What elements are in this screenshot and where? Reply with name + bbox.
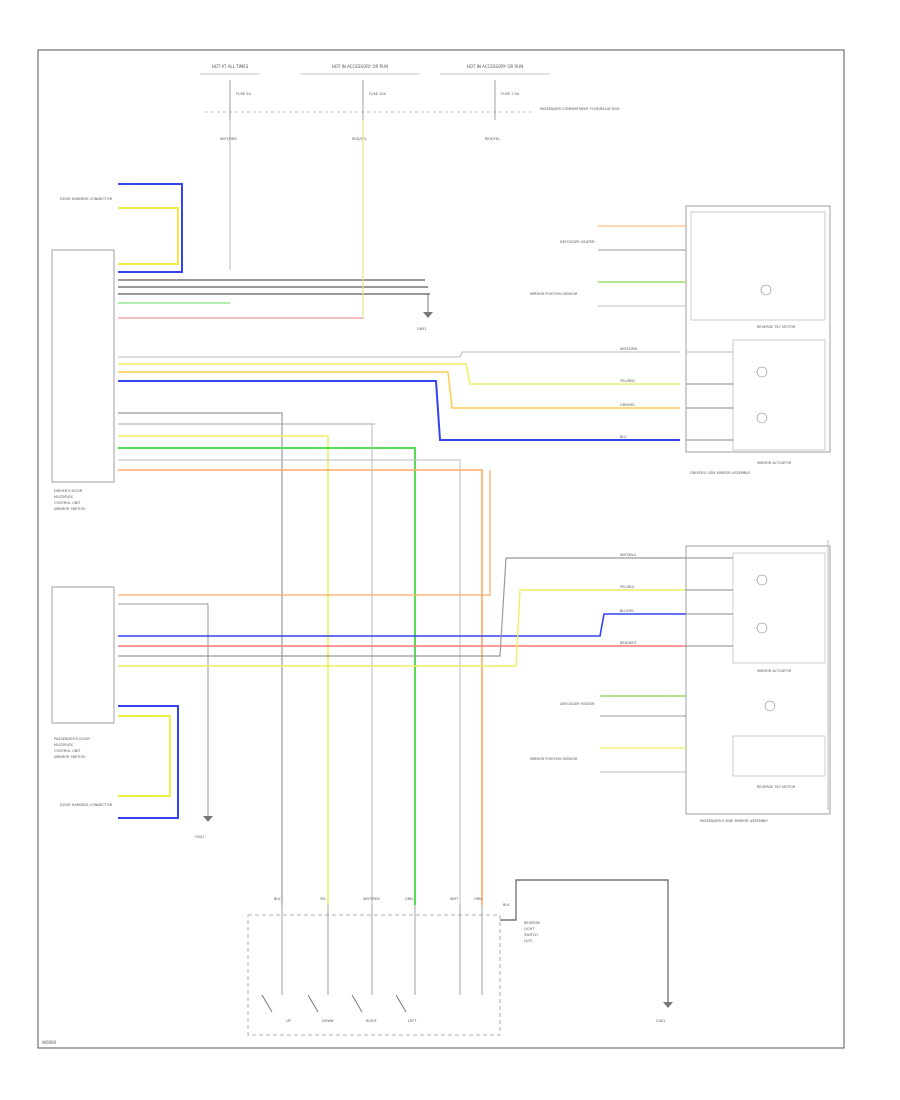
passenger-indicator: MIRROR POSITION SENSOR: [530, 757, 578, 761]
mirror-switch: BLK YEL WHT/RED GRN WHT ORN UP DOWN RIGH…: [247, 897, 501, 1036]
driver-module-label-3: CONTROL UNIT: [54, 501, 81, 505]
feed-wire-2: RED/YEL: [352, 137, 367, 141]
passenger-module-label-4: (MIRROR SWITCH): [54, 755, 86, 759]
driver-harness-connector: DOOR HARNESS CONNECTOR: [60, 183, 183, 273]
fuse-panel-label: PASSENGER COMPARTMENT FUSE/RELAY BOX: [540, 107, 620, 111]
fuse-label-3: FUSE 7.5A: [501, 92, 520, 96]
driver-top-wires: G601: [118, 120, 433, 331]
switch-label-up: UP: [286, 1019, 291, 1023]
reverse-label-3: SWITCH: [524, 933, 538, 937]
diagram-frame: [37, 49, 845, 1049]
driver-module: DRIVER'S DOOR MULTIPLEX CONTROL UNIT (MI…: [51, 249, 115, 511]
passenger-module-label-2: MULTIPLEX: [54, 743, 73, 747]
footer-code: W0000: [42, 1040, 57, 1045]
ground-label-2: G501: [195, 835, 204, 839]
ground-label-3: G401: [656, 1019, 665, 1023]
driver-mirror-wire-2: YEL/RED: [620, 379, 635, 383]
passenger-wires: G501: [118, 470, 686, 839]
driver-module-label-4: (MIRROR SWITCH): [54, 507, 86, 511]
passenger-defogger: DEFOGGER HEATER: [560, 702, 595, 706]
passenger-mirror-wire-4: RED/WHT: [620, 641, 638, 645]
switch-wire-2: YEL: [320, 897, 326, 901]
passenger-mirror-wire-1: WHT/BLU: [620, 553, 637, 557]
switch-label-right: RIGHT: [366, 1019, 378, 1023]
fuse-label-2: FUSE 10A: [369, 92, 387, 96]
switch-wire-4: GRN: [405, 897, 413, 901]
passenger-mirror-wire-3: BLU/YEL: [620, 609, 634, 613]
ground-label-1: G601: [417, 327, 426, 331]
passenger-mirror-title: PASSENGER'S SIDE MIRROR ASSEMBLY: [700, 819, 769, 823]
driver-mirror-tilt: REVERSE TILT MOTOR: [757, 325, 796, 329]
driver-mirror-wire-1: WHT/GRN: [620, 347, 638, 351]
driver-module-label-1: DRIVER'S DOOR: [54, 489, 83, 493]
switch-wire-1: BLK: [274, 897, 281, 901]
driver-mirror-assembly: DRIVER'S SIDE MIRROR ASSEMBLY REVERSE TI…: [530, 205, 831, 475]
reverse-label-2: LIGHT: [524, 927, 535, 931]
passenger-module-label-3: CONTROL UNIT: [54, 749, 81, 753]
fuse-label-1: FUSE 5A: [236, 92, 251, 96]
passenger-harness-label: DOOR HARNESS CONNECTOR: [60, 803, 113, 807]
reverse-label-1: REVERSE: [524, 921, 540, 925]
driver-mirror-wire-4: BLU: [620, 435, 627, 439]
switch-label-left: LEFT: [408, 1019, 417, 1023]
driver-mirror-title: DRIVER'S SIDE MIRROR ASSEMBLY: [690, 471, 751, 475]
driver-bottom-wires: [118, 412, 483, 905]
power-label-1: HOT AT ALL TIMES: [212, 64, 249, 69]
driver-indicator: MIRROR POSITION SENSOR: [530, 292, 578, 296]
power-feeds: HOT AT ALL TIMES HOT IN ACCESSORY OR RUN…: [200, 64, 620, 270]
switch-label-down: DOWN: [322, 1019, 334, 1023]
passenger-module: PASSENGER'S DOOR MULTIPLEX CONTROL UNIT …: [51, 586, 115, 759]
switch-wire-3: WHT/RED: [363, 897, 380, 901]
switch-wire-5: WHT: [450, 897, 459, 901]
passenger-module-label-1: PASSENGER'S DOOR: [54, 737, 90, 741]
passenger-mirror-assembly: PASSENGER'S SIDE MIRROR ASSEMBLY MIRROR …: [530, 540, 831, 823]
driver-mirror-wire-3: GRN/YEL: [620, 403, 635, 407]
driver-mid-wires: [118, 351, 680, 441]
power-label-3: HOT IN ACCESSORY OR RUN: [467, 64, 523, 69]
reverse-wire: BLK: [503, 903, 510, 907]
driver-module-label-2: MULTIPLEX: [54, 495, 73, 499]
feed-wire-3: RED/YEL: [485, 137, 500, 141]
reverse-light-switch: BLK REVERSE LIGHT SWITCH (A/T) G401: [500, 879, 673, 1023]
passenger-mirror-actuator: MIRROR ACTUATOR: [757, 669, 792, 673]
driver-harness-label: DOOR HARNESS CONNECTOR: [60, 197, 113, 201]
feed-wire-1: WHT/RED: [220, 137, 237, 141]
passenger-mirror-tilt: REVERSE TILT MOTOR: [757, 785, 796, 789]
reverse-label-4: (A/T): [524, 939, 533, 943]
power-label-2: HOT IN ACCESSORY OR RUN: [332, 64, 388, 69]
passenger-mirror-wire-2: YEL/BLU: [620, 585, 635, 589]
passenger-harness-connector: DOOR HARNESS CONNECTOR: [60, 705, 179, 819]
switch-wire-6: ORN: [474, 897, 482, 901]
driver-defogger: DEFOGGER HEATER: [560, 240, 595, 244]
driver-mirror-actuator: MIRROR ACTUATOR: [757, 461, 792, 465]
